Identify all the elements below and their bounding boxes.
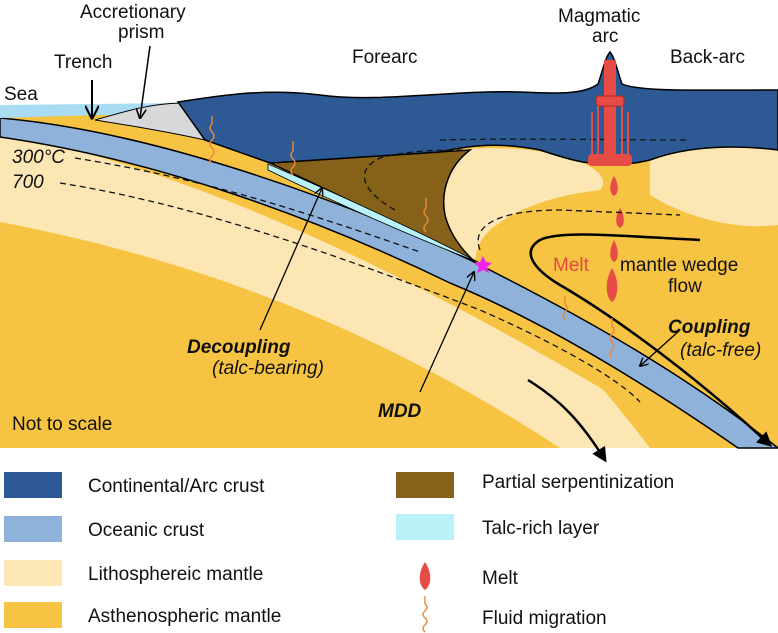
fluid-migration-icon <box>209 116 215 165</box>
magma-plumbing <box>588 60 632 166</box>
mdd-pointer <box>419 272 474 393</box>
decoupling-pointer <box>259 188 322 331</box>
legend-swatch-continental <box>4 472 62 498</box>
legend-swatch-oceanic <box>4 516 62 542</box>
label-decoupling-sub: (talc-bearing) <box>212 358 324 379</box>
fluid-migration-icon <box>562 296 568 321</box>
label-mdd: MDD <box>378 401 422 422</box>
mantle-wedge-flow-line <box>529 233 773 448</box>
label-isotherm-700: 700 <box>12 172 44 193</box>
fluid-migration <box>209 116 615 359</box>
legend-serpentinization: Partial serpentinization <box>482 472 674 493</box>
legend-swatch-talc <box>396 514 454 540</box>
isotherm-700 <box>59 182 641 403</box>
lithospheric-mantle-slab <box>0 132 700 448</box>
melt-drop-icon <box>610 176 618 196</box>
oceanic-crust-slab <box>0 117 778 449</box>
legend-swatch-asthenospheric <box>4 602 62 628</box>
label-wedge-flow-1: mantle wedge <box>620 255 738 276</box>
coupling-pointer <box>640 329 681 366</box>
label-sea: Sea <box>4 84 38 105</box>
legend: Continental/Arc crust Oceanic crust Lith… <box>4 472 674 633</box>
label-accretionary-1: Accretionary <box>80 2 186 23</box>
label-forearc: Forearc <box>352 47 417 68</box>
label-back-arc: Back-arc <box>670 47 745 68</box>
legend-lithospheric: Lithosphereic mantle <box>88 564 263 585</box>
label-not-to-scale: Not to scale <box>12 414 112 435</box>
fluid-migration-icon <box>609 318 615 359</box>
label-accretionary-2: prism <box>118 22 164 43</box>
label-coupling: Coupling <box>668 317 751 338</box>
melt-drop-icon <box>606 268 618 302</box>
fluid-migration-icon <box>290 141 296 176</box>
legend-asthenospheric: Asthenospheric mantle <box>88 606 281 627</box>
label-trench: Trench <box>54 52 112 73</box>
legend-swatch-lithospheric <box>4 560 62 586</box>
legend-fluid: Fluid migration <box>482 608 607 629</box>
wedge-isotherm-upper <box>363 149 471 211</box>
backarc-lithosphere <box>650 147 778 227</box>
legend-talc: Talc-rich layer <box>482 518 600 539</box>
wedge-isotherm <box>477 209 681 251</box>
legend-melt: Melt <box>482 568 519 589</box>
legend-fluid-icon <box>422 596 428 633</box>
crust-internal-dashed <box>439 138 691 141</box>
label-coupling-sub: (talc-free) <box>680 340 761 361</box>
legend-melt-icon <box>419 562 431 590</box>
label-melt: Melt <box>553 255 590 276</box>
prism-pointer <box>140 45 151 118</box>
continental-crust <box>176 50 778 164</box>
label-magmatic-2: arc <box>592 26 618 47</box>
legend-swatch-serpentinization <box>396 472 454 498</box>
label-decoupling: Decoupling <box>187 337 291 358</box>
label-magmatic-1: Magmatic <box>558 6 640 27</box>
label-wedge-flow-2: flow <box>668 276 702 297</box>
legend-continental: Continental/Arc crust <box>88 476 265 497</box>
label-isotherm-300: 300°C <box>12 147 65 168</box>
fluid-migration-icon <box>423 198 429 233</box>
mdd-star-icon <box>474 256 492 273</box>
melt-drop-icon <box>610 240 618 262</box>
forearc-lithosphere <box>410 148 604 270</box>
slab-motion-arrow <box>527 378 607 463</box>
legend-oceanic: Oceanic crust <box>88 520 205 541</box>
